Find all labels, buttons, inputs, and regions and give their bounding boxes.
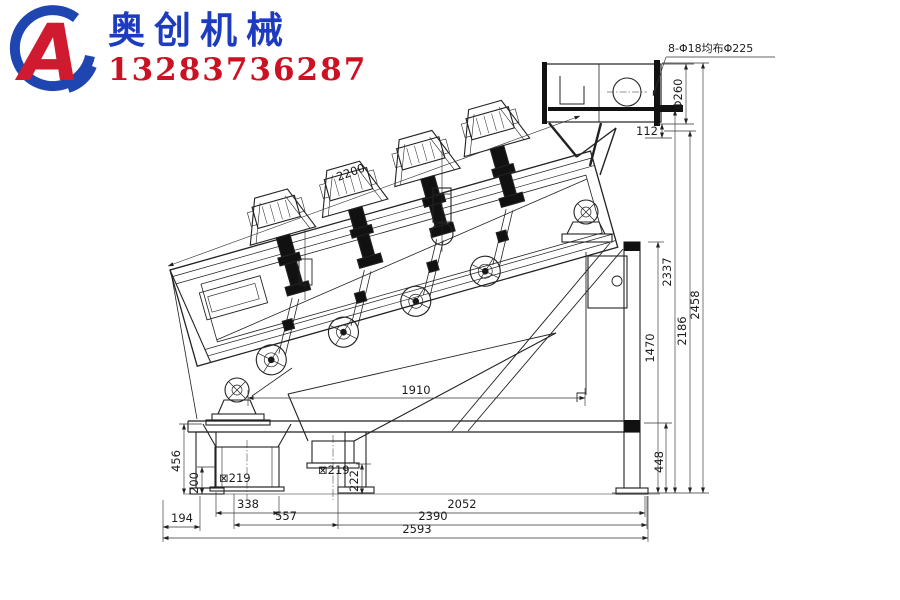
company-phone: 13283736287 bbox=[108, 51, 368, 88]
logo-letter: A bbox=[14, 9, 80, 98]
left-bearing-support bbox=[205, 367, 293, 426]
vibrator-unit-1 bbox=[246, 188, 317, 376]
outlet-flange-plate bbox=[654, 60, 660, 126]
company-logo: A bbox=[9, 5, 97, 98]
dim-outlet-right-height: 222 bbox=[347, 470, 361, 492]
dim-2593: 2593 bbox=[402, 522, 431, 536]
dim-flange-height: 2337 bbox=[660, 257, 674, 286]
panel-knob-icon bbox=[611, 275, 623, 287]
company-header: A 奥创机械 13283736287 bbox=[6, 4, 367, 98]
dim-outlet-left-height: 200 bbox=[187, 472, 201, 494]
dimension-annotations: 2200 8-Φ18均布Φ225 Φ260 112 1470 448 bbox=[162, 42, 775, 542]
dim-557: 557 bbox=[275, 509, 297, 523]
dim-194: 194 bbox=[171, 511, 193, 525]
dim-338: 338 bbox=[237, 497, 259, 511]
right-column bbox=[623, 241, 641, 489]
dim-bolt-note: 8-Φ18均布Φ225 bbox=[668, 42, 753, 55]
support-frame bbox=[170, 241, 660, 495]
discharge-outlet bbox=[542, 60, 683, 176]
dim-gap-112: 112 bbox=[636, 124, 658, 138]
dim-hopper-height: 456 bbox=[169, 450, 183, 472]
company-name: 奥创机械 bbox=[108, 8, 292, 52]
dim-2052: 2052 bbox=[447, 497, 476, 511]
dim-2390: 2390 bbox=[418, 509, 447, 523]
left-bearing-icon bbox=[224, 377, 250, 403]
logo-ring bbox=[9, 5, 95, 92]
vibrator-unit-2 bbox=[319, 160, 389, 348]
control-panel bbox=[576, 252, 628, 402]
right-bearing-support bbox=[561, 199, 613, 243]
outlet-housing bbox=[544, 63, 662, 123]
dim-frame-height: 448 bbox=[652, 451, 666, 473]
label-outlet-left: ⊠219 bbox=[219, 471, 251, 485]
dim-flange-dia: Φ260 bbox=[671, 78, 685, 109]
eccentric-wheel-icon bbox=[255, 344, 287, 376]
dim-total-height: 2458 bbox=[688, 290, 702, 319]
dim-incline-length: 2200 bbox=[334, 161, 366, 184]
vibrator-unit-3 bbox=[391, 129, 462, 317]
dim-span-bearings: 1910 bbox=[401, 383, 430, 397]
feed-inlet-box bbox=[198, 275, 269, 321]
dim-support-height: 1470 bbox=[643, 333, 657, 362]
company-text-block: 奥创机械 13283736287 bbox=[108, 4, 367, 87]
logo-ring-tail bbox=[66, 63, 97, 93]
vibrator-stations bbox=[246, 99, 531, 376]
label-outlet-right: ⊠219 bbox=[318, 463, 350, 477]
screen-inner-frame bbox=[200, 174, 603, 343]
right-hopper bbox=[287, 332, 557, 500]
vibrating-screen-machine bbox=[169, 60, 683, 500]
dim-tip-height: 2186 bbox=[675, 316, 689, 345]
